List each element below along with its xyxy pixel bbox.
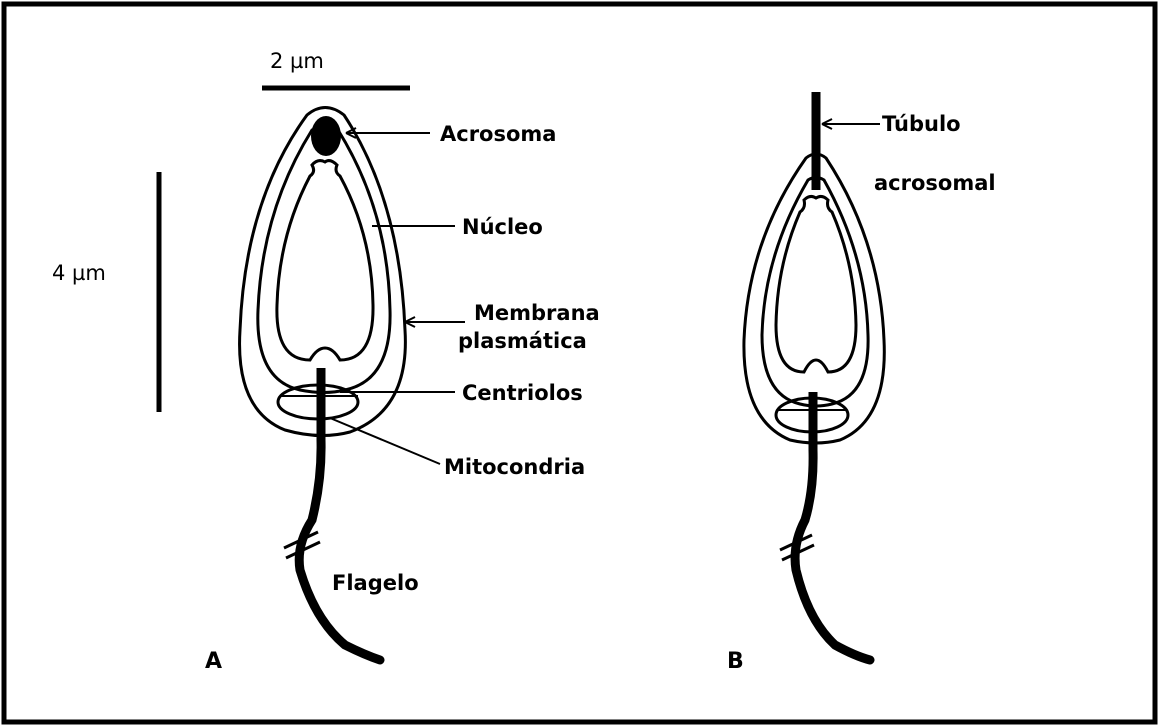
acrosome-a — [311, 116, 341, 156]
label-tubule-1: Túbulo — [882, 112, 961, 136]
panel-label-a: A — [205, 649, 222, 674]
label-membrane-2: plasmática — [458, 329, 587, 353]
scale-label-vertical: 4 µm — [52, 261, 106, 285]
panel-label-b: B — [727, 649, 744, 674]
label-centrioles: Centriolos — [462, 381, 583, 405]
frame-border — [4, 4, 1155, 722]
label-flagellum: Flagelo — [332, 571, 419, 595]
scale-label-horizontal: 2 µm — [270, 49, 324, 73]
label-mitochondria: Mitocondria — [444, 455, 585, 479]
label-acrosome: Acrosoma — [440, 122, 556, 146]
label-membrane-1: Membrana — [474, 301, 600, 325]
label-nucleus: Núcleo — [462, 215, 543, 239]
label-tubule-2: acrosomal — [874, 171, 996, 195]
